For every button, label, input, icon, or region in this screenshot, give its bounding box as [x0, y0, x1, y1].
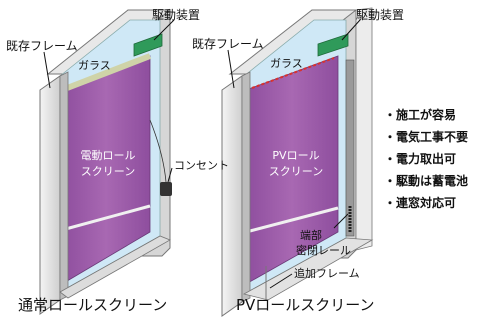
feature-item: ・電力取出可 — [384, 152, 457, 166]
right-frame-post — [221, 75, 243, 317]
right-drive-leader — [341, 19, 361, 41]
right-rail-leader — [333, 213, 349, 229]
left-outlet-leader — [167, 167, 173, 183]
left-screen-bottom-bar — [61, 204, 151, 232]
left-drive-label: 駆動装置 — [152, 8, 201, 22]
left-frame-label: 既存フレーム — [6, 39, 78, 53]
right-rail-label-line2: 密閉レール — [296, 244, 351, 257]
feature-item: ・駆動は蓄電池 — [384, 174, 469, 188]
left-frame-post — [39, 75, 61, 315]
right-pv-strip — [251, 57, 335, 89]
feature-item: ・施工が容易 — [384, 108, 457, 122]
right-caption: PVロールスクリーン — [236, 296, 375, 314]
right-window-assembly — [221, 7, 374, 317]
feature-item: ・電気工事不要 — [384, 130, 469, 144]
right-added-frame-label: 追加フレーム — [294, 267, 360, 280]
right-glass-label: ガラス — [270, 57, 303, 70]
right-frame-label: 既存フレーム — [192, 37, 264, 51]
left-screen-label-line1: 電動ロール — [80, 149, 136, 162]
right-screen-bottom-bar — [245, 206, 339, 234]
right-rail-label: 端部 密閉レール — [296, 228, 351, 258]
right-sealing-rail — [345, 59, 355, 237]
right-added-frame — [355, 7, 373, 251]
left-screen-label: 電動ロール スクリーン — [74, 148, 142, 180]
right-screen-label: PVロール スクリーン — [260, 148, 332, 180]
left-frame-leader — [43, 51, 51, 89]
left-glass-label: ガラス — [78, 59, 111, 72]
left-frame-post-side — [59, 71, 69, 301]
left-screen-label-line2: スクリーン — [80, 165, 136, 178]
right-drive-label: 駆動装置 — [356, 8, 405, 22]
left-caption: 通常ロールスクリーン — [18, 296, 168, 314]
right-screen-label-line2: スクリーン — [268, 165, 324, 178]
right-rail-label-line1: 端部 — [300, 229, 322, 242]
feature-list: ・施工が容易 ・電気工事不要 ・電力取出可 ・駆動は蓄電池 ・連窓対応可 — [384, 104, 468, 214]
right-frame-post-side — [241, 71, 251, 303]
left-frame-bottom — [59, 235, 171, 299]
left-outlet-cord — [149, 119, 167, 183]
left-roller — [60, 53, 152, 93]
right-drive-unit — [317, 33, 349, 57]
left-drive-leader — [153, 19, 175, 41]
right-screen-label-line1: PVロール — [272, 149, 320, 162]
left-window-assembly — [39, 9, 175, 315]
left-outlet-label: コンセント — [174, 159, 229, 172]
left-outlet-icon — [160, 182, 172, 196]
feature-item: ・連窓対応可 — [384, 196, 457, 210]
right-frame-leader — [227, 49, 235, 89]
right-added-frame-leader — [269, 273, 293, 289]
